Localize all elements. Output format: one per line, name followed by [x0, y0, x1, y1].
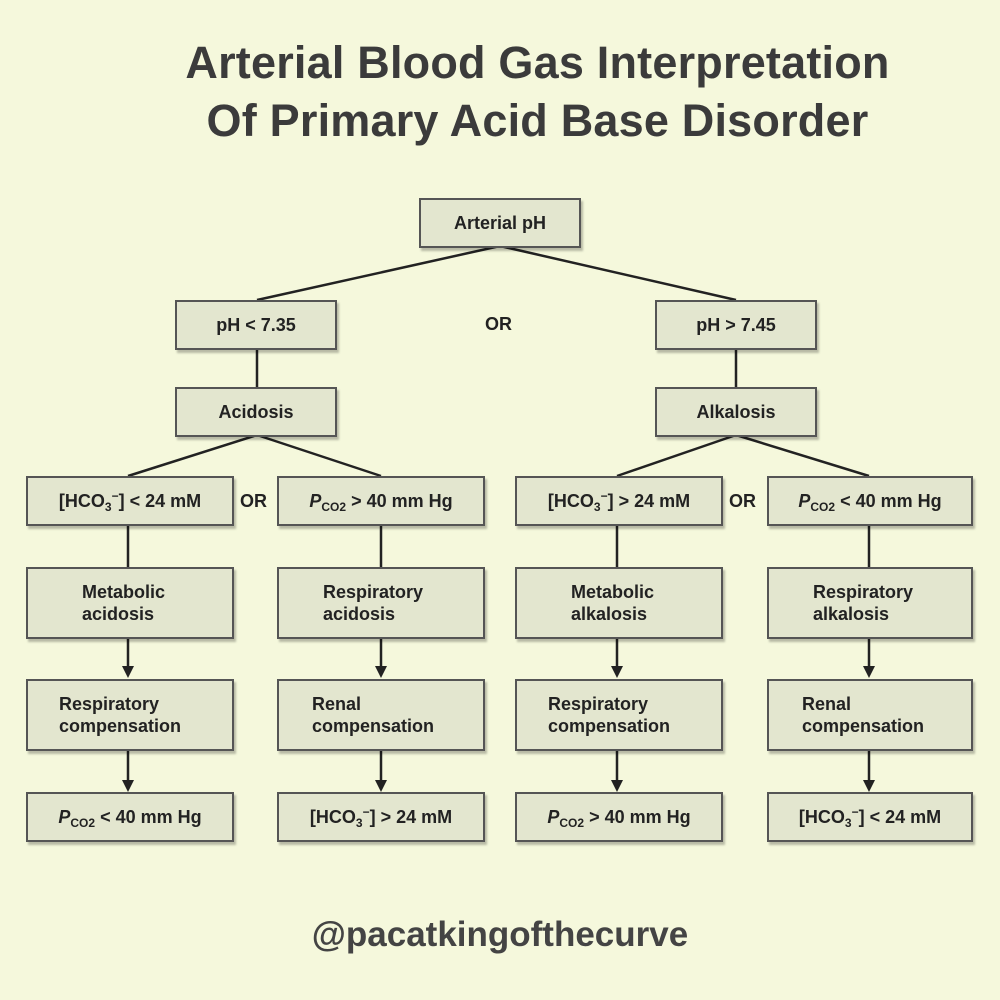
- disorder-3-line-2: alkalosis: [571, 604, 648, 624]
- alkalosis-label: Alkalosis: [696, 402, 776, 422]
- criterion-text-3: [HCO3−] > 24 mM: [547, 489, 691, 514]
- result-text-4: [HCO3−] < 24 mM: [798, 805, 942, 830]
- result-box-3: PCO2 > 40 mm Hg: [515, 792, 723, 842]
- or-label-left: OR: [240, 491, 267, 511]
- or-label-right: OR: [729, 491, 756, 511]
- acidosis-box: Acidosis: [175, 387, 337, 437]
- ph-low-label: pH < 7.35: [216, 315, 296, 335]
- result-text-1: PCO2 < 40 mm Hg: [58, 807, 202, 830]
- title-line-1: Arterial Blood Gas Interpretation: [185, 37, 890, 88]
- ph-high-label: pH > 7.45: [696, 315, 776, 335]
- result-text-2: [HCO3−] > 24 mM: [309, 805, 453, 830]
- criterion-box-2: PCO2 > 40 mm Hg: [277, 476, 485, 526]
- arterial-ph-box: Arterial pH: [419, 198, 581, 248]
- compensation-2-line-2: compensation: [312, 716, 435, 736]
- result-box-2: [HCO3−] > 24 mM: [277, 792, 485, 842]
- disorder-4-line-1: Respiratory: [813, 582, 914, 602]
- compensation-3-line-2: compensation: [548, 716, 671, 736]
- compensation-1-line-1: Respiratory: [59, 694, 160, 714]
- disorder-1-line-1: Metabolic: [82, 582, 166, 602]
- result-box-1: PCO2 < 40 mm Hg: [26, 792, 234, 842]
- criterion-text-2: PCO2 > 40 mm Hg: [309, 491, 453, 514]
- result-box-4: [HCO3−] < 24 mM: [767, 792, 973, 842]
- alkalosis-box: Alkalosis: [655, 387, 817, 437]
- disorder-2-line-1: Respiratory: [323, 582, 424, 602]
- criterion-box-3: [HCO3−] > 24 mM: [515, 476, 723, 526]
- compensation-4-line-2: compensation: [802, 716, 925, 736]
- criterion-box-4: PCO2 < 40 mm Hg: [767, 476, 973, 526]
- result-text-3: PCO2 > 40 mm Hg: [547, 807, 691, 830]
- or-label-top: OR: [485, 314, 512, 334]
- compensation-1-line-2: compensation: [59, 716, 182, 736]
- ph-low-box: pH < 7.35: [175, 300, 337, 350]
- disorder-2-line-2: acidosis: [323, 604, 396, 624]
- arterial-ph-label: Arterial pH: [453, 213, 547, 233]
- criterion-text-1: [HCO3−] < 24 mM: [58, 489, 202, 514]
- acidosis-label: Acidosis: [218, 402, 294, 422]
- criterion-box-1: [HCO3−] < 24 mM: [26, 476, 234, 526]
- compensation-4-line-1: Renal: [802, 694, 852, 714]
- disorder-4-line-2: alkalosis: [813, 604, 890, 624]
- title-line-2: Of Primary Acid Base Disorder: [206, 95, 869, 146]
- page-title: Arterial Blood Gas Interpretation Of Pri…: [0, 34, 1000, 150]
- disorder-1-line-2: acidosis: [82, 604, 155, 624]
- disorder-3-line-1: Metabolic: [571, 582, 655, 602]
- compensation-2-line-1: Renal: [312, 694, 362, 714]
- compensation-3-line-1: Respiratory: [548, 694, 649, 714]
- author-handle: @pacatkingofthecurve: [311, 915, 689, 954]
- ph-high-box: pH > 7.45: [655, 300, 817, 350]
- criterion-text-4: PCO2 < 40 mm Hg: [798, 491, 942, 514]
